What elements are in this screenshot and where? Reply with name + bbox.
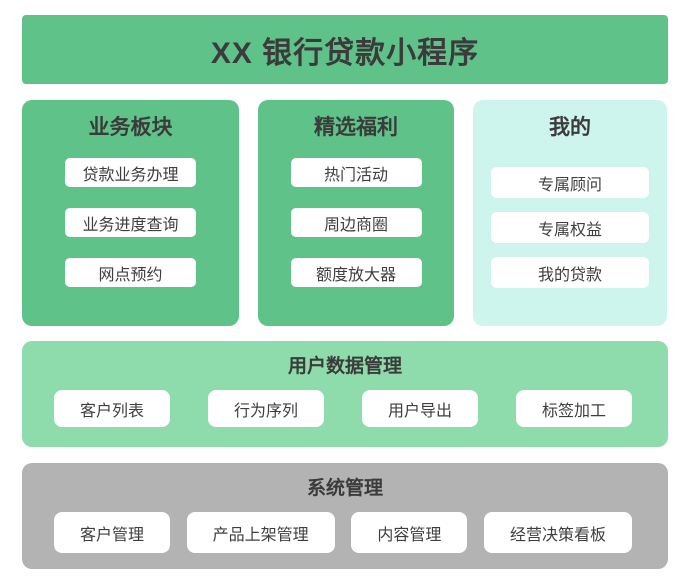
app-header: XX 银行贷款小程序 [22,15,668,84]
user-data-items: 客户列表 行为序列 用户导出 标签加工 [22,390,668,427]
feature-card-hot-activities: 热门活动 [290,158,422,187]
section-title-business: 业务板块 [88,116,173,139]
feature-card-exclusive-rights: 专属权益 [491,212,649,243]
feature-card-behavior-sequence: 行为序列 [207,390,324,427]
feature-card-credit-amplifier: 额度放大器 [290,258,422,287]
benefits-items: 热门活动 周边商圈 额度放大器 [290,141,422,287]
feature-card-content-management: 内容管理 [351,512,468,553]
page-title: XX 银行贷款小程序 [210,36,480,70]
feature-card-exclusive-advisor: 专属顾问 [491,167,649,198]
section-title-mine: 我的 [549,116,591,139]
section-title-benefits: 精选福利 [314,116,398,139]
feature-card-loan-handling: 贷款业务办理 [65,158,196,187]
feature-card-decision-dashboard: 经营决策看板 [483,512,632,553]
mine-items: 专属顾问 专属权益 我的贷款 [491,141,649,288]
feature-card-customer-list: 客户列表 [54,390,171,427]
section-business-blocks: 业务板块 贷款业务办理 业务进度查询 网点预约 [22,100,239,326]
business-items: 贷款业务办理 业务进度查询 网点预约 [65,141,196,287]
feature-card-user-export: 用户导出 [361,390,478,427]
feature-card-my-loans: 我的贷款 [491,257,649,288]
band-title-user-data: 用户数据管理 [287,356,402,377]
system-items: 客户管理 产品上架管理 内容管理 经营决策看板 [22,512,668,553]
feature-card-tag-processing: 标签加工 [515,390,632,427]
section-user-data-management: 用户数据管理 客户列表 行为序列 用户导出 标签加工 [22,341,668,447]
feature-card-customer-management: 客户管理 [54,512,171,553]
band-title-system: 系统管理 [306,478,383,499]
feature-card-branch-booking: 网点预约 [65,258,196,287]
feature-card-product-listing: 产品上架管理 [186,512,335,553]
feature-card-progress-query: 业务进度查询 [65,208,196,237]
feature-card-nearby-shops: 周边商圈 [290,208,422,237]
section-mine: 我的 专属顾问 专属权益 我的贷款 [473,100,667,326]
section-system-management: 系统管理 客户管理 产品上架管理 内容管理 经营决策看板 [22,463,668,569]
feature-columns: 业务板块 贷款业务办理 业务进度查询 网点预约 精选福利 热门活动 周边商圈 额… [22,100,668,326]
section-selected-benefits: 精选福利 热门活动 周边商圈 额度放大器 [258,100,454,326]
